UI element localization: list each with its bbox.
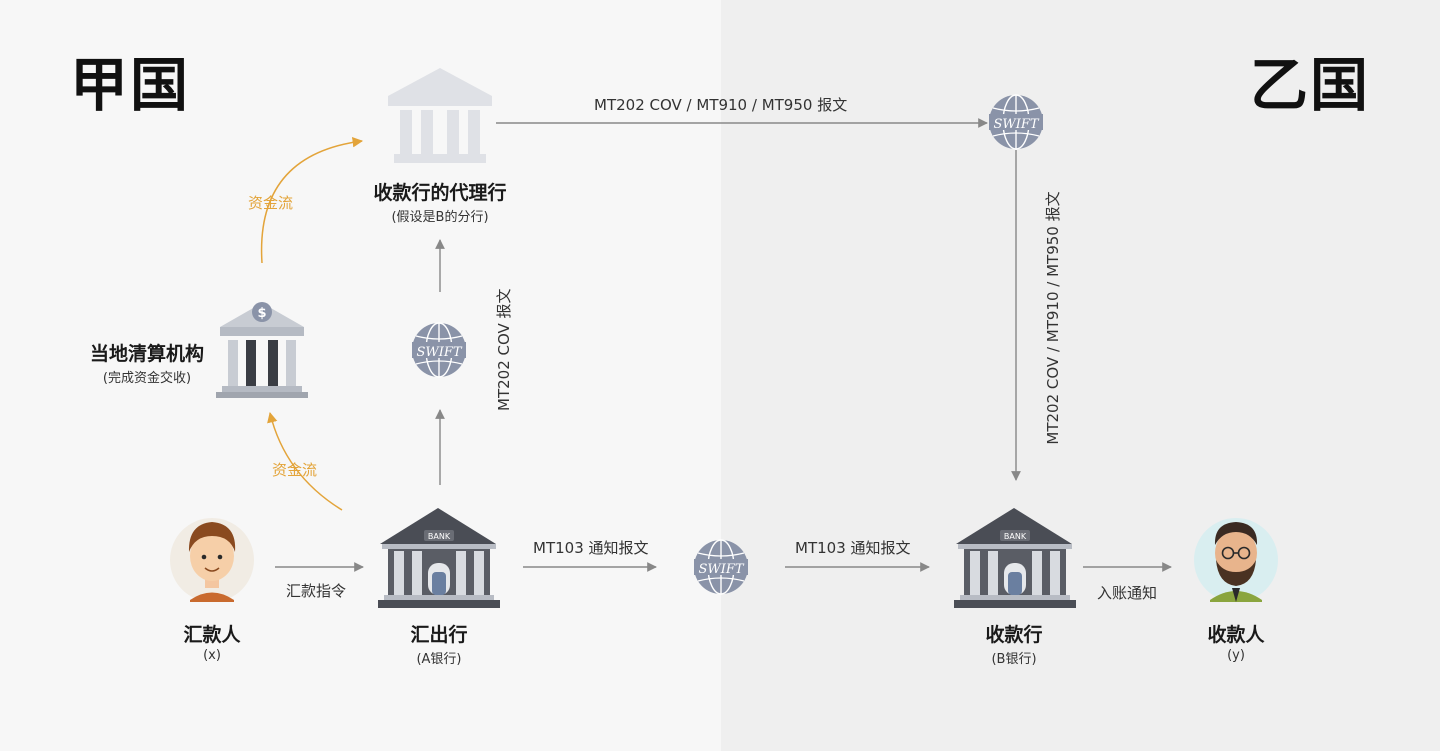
clearing-house-icon: $ [216,302,308,398]
svg-text:SWIFT: SWIFT [993,117,1039,132]
remit-bank-subtitle: (A银行) [416,652,462,667]
edge-label-credit-notice: 入账通知 [1097,584,1158,602]
payee-avatar-icon [1194,518,1278,602]
payee-title: 收款人 [1207,624,1265,646]
payer-subtitle: (x) [203,648,221,663]
country-b-label: 乙国 [1250,51,1371,119]
remit-bank-title: 汇出行 [410,624,468,646]
country-a-label: 甲国 [70,51,191,119]
clearing-house-title: 当地清算机构 [89,343,204,365]
svg-text:SWIFT: SWIFT [416,345,462,360]
svg-text:BANK: BANK [1004,532,1027,541]
edge-label-mt202-top: MT202 COV / MT910 / MT950 报文 [594,96,848,114]
edge-label-mt103-first: MT103 通知报文 [533,539,649,557]
svg-text:$: $ [257,306,266,321]
edge-label-mt202-cov: MT202 COV 报文 [495,288,513,411]
swift-globe-icon: SWIFT [988,94,1044,150]
agent-bank-subtitle: (假设是B的分行) [391,210,489,225]
country-b-background [721,0,1440,751]
edge-label-mt202-right: MT202 COV / MT910 / MT950 报文 [1044,191,1062,445]
fund-flow-arrow-lower [267,411,343,511]
svg-text:SWIFT: SWIFT [698,562,744,577]
payer-avatar-icon [170,518,254,602]
clearing-house-subtitle: (完成资金交收) [102,371,192,386]
edge-label-instruction: 汇款指令 [286,582,347,600]
agent-bank-icon [388,68,492,163]
swift-globe-icon: SWIFT [693,539,749,595]
payee-bank-title: 收款行 [985,624,1043,646]
fund-flow-label-lower: 资金流 [272,461,318,479]
edge-label-mt103-second: MT103 通知报文 [795,539,911,557]
payee-subtitle: (y) [1227,648,1245,663]
remitting-bank-icon: BANK [378,508,500,608]
svg-text:BANK: BANK [428,532,451,541]
fund-flow-label-upper: 资金流 [248,194,294,212]
payer-title: 汇款人 [183,624,241,646]
fund-flow-arrow-upper [260,137,364,264]
payee-bank-subtitle: (B银行) [991,652,1037,667]
payee-bank-icon: BANK [954,508,1076,608]
swift-globe-icon: SWIFT [411,322,467,378]
agent-bank-title: 收款行的代理行 [373,182,507,204]
